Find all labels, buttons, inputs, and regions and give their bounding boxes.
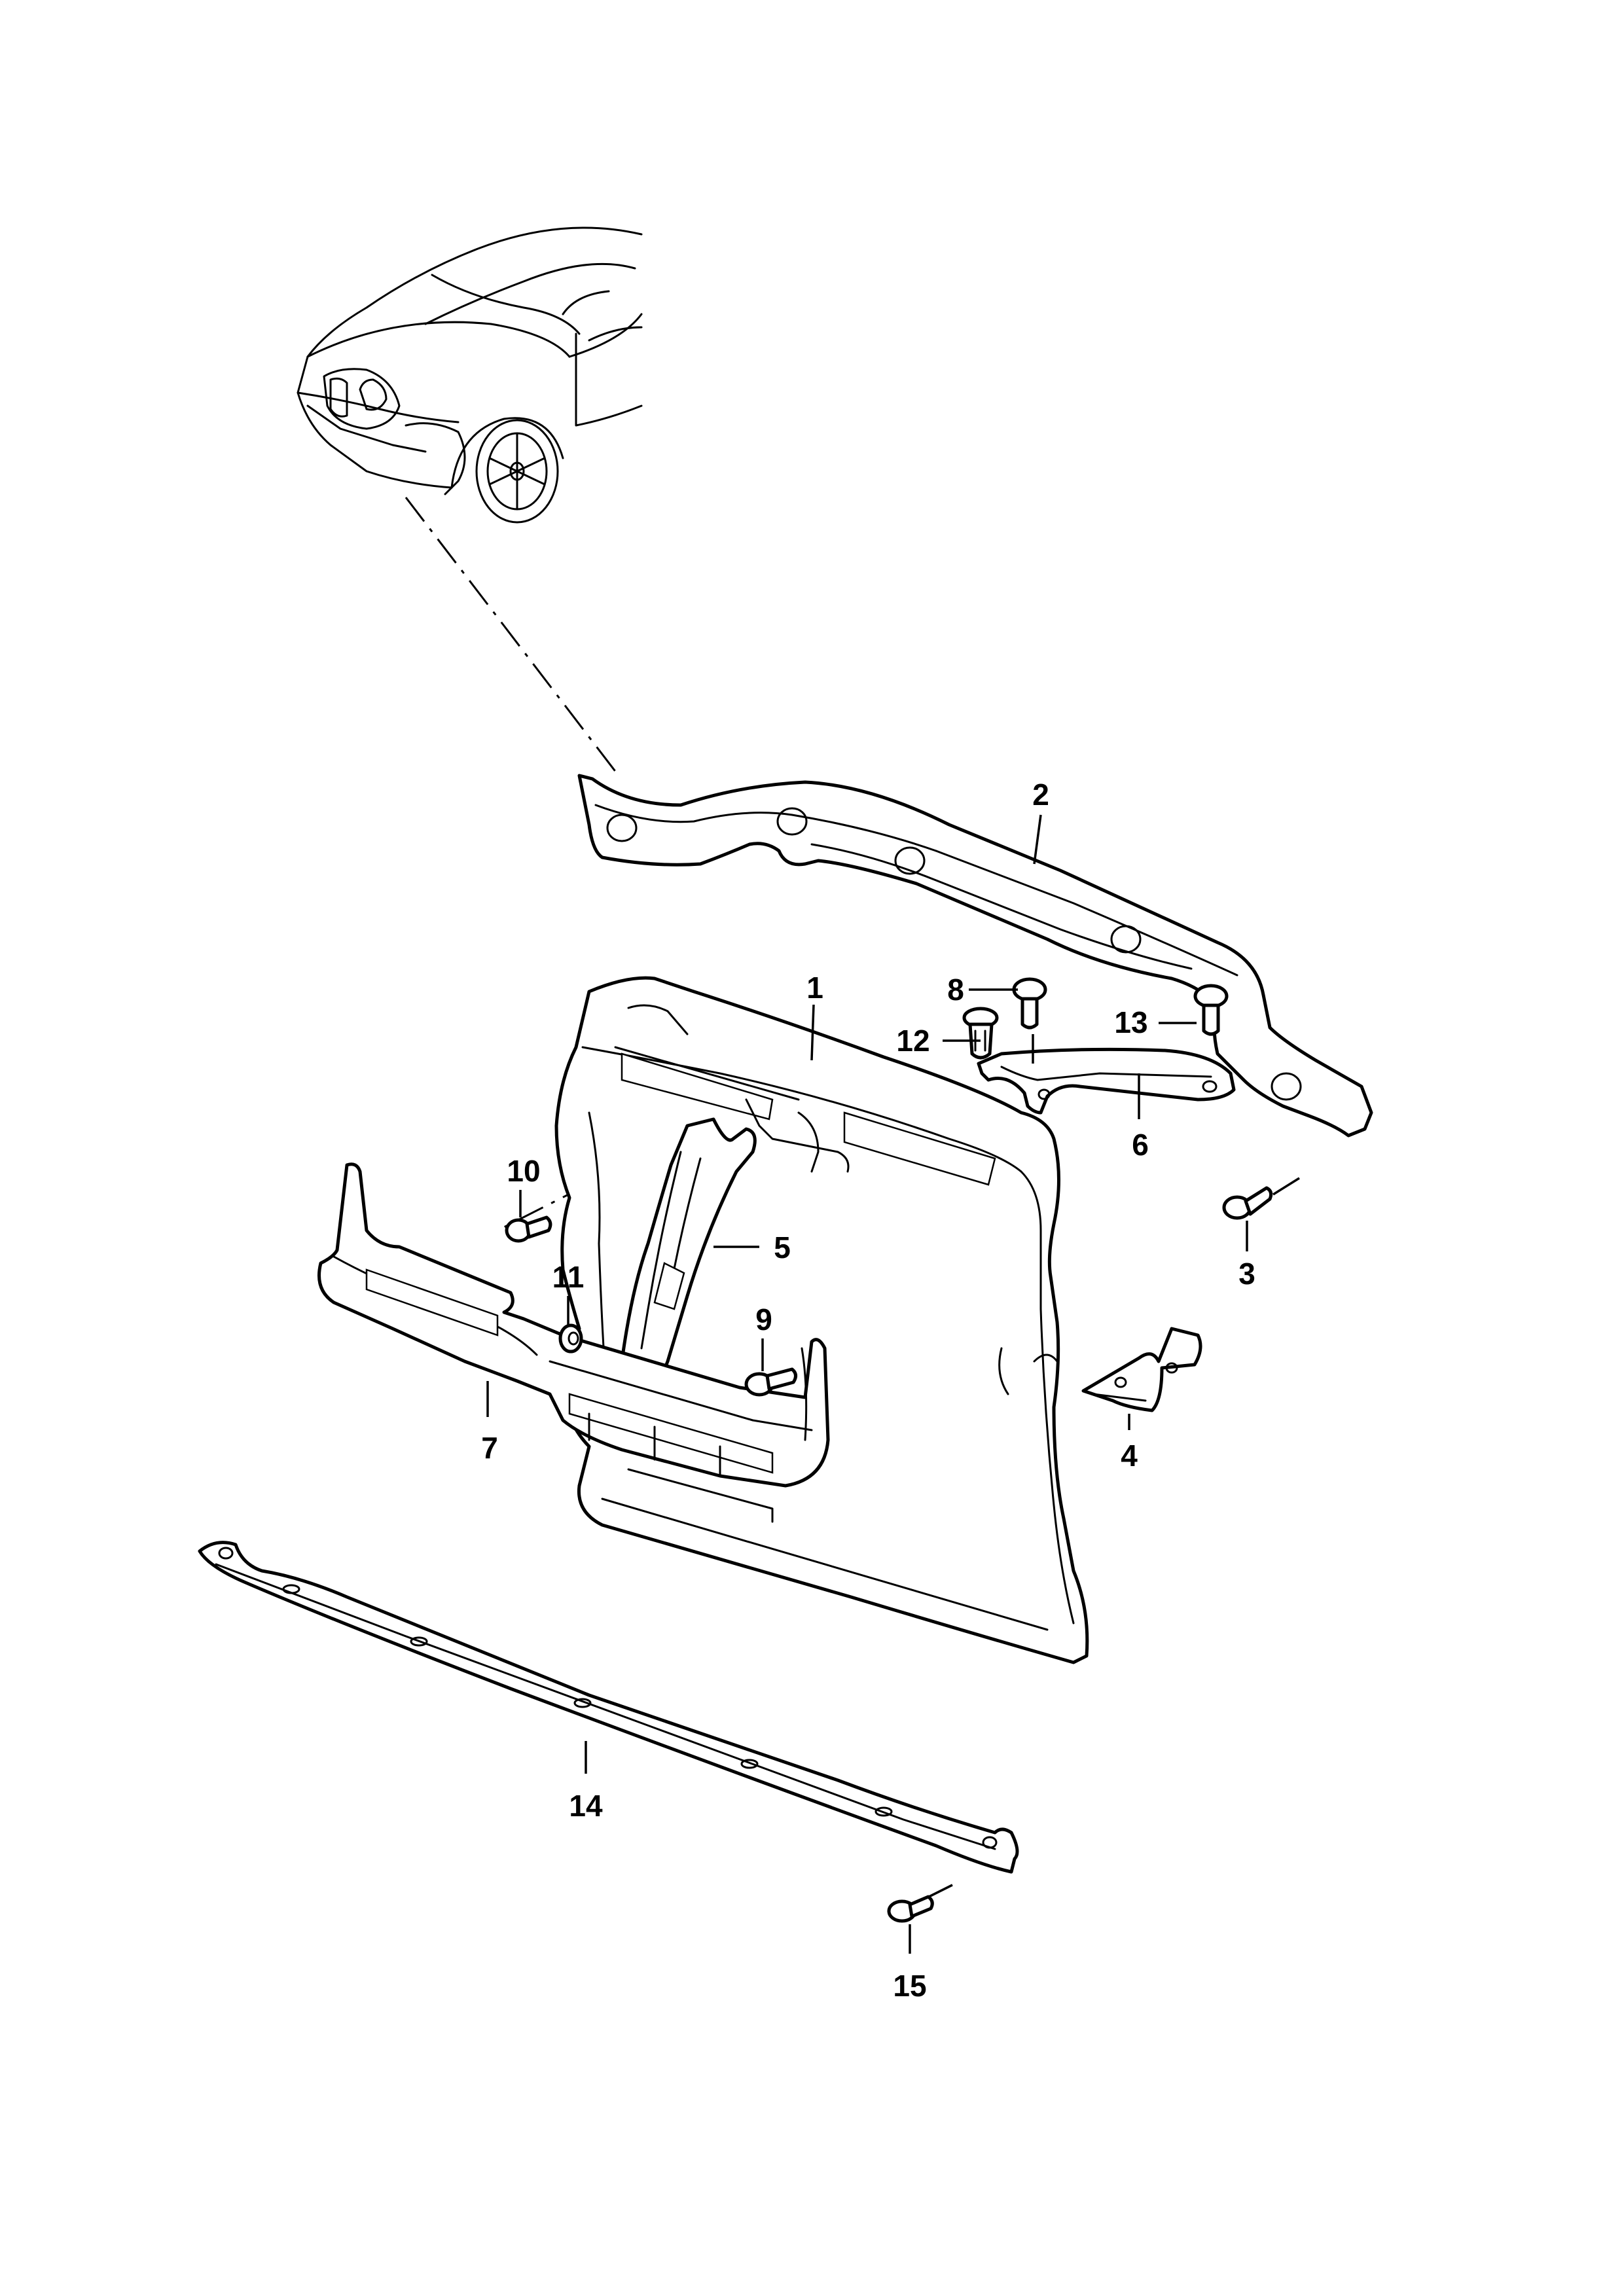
bolt-15 xyxy=(887,1895,934,1923)
callout-14: 14 xyxy=(569,1789,603,1823)
callout-6: 6 xyxy=(1132,1128,1149,1162)
callout-1: 1 xyxy=(806,971,823,1005)
callout-12: 12 xyxy=(896,1024,929,1058)
bolt-8 xyxy=(1012,977,1047,1030)
vehicle-thumbnail xyxy=(297,226,643,524)
callout-2: 2 xyxy=(1032,778,1049,812)
callouts: 2 1 8 12 13 6 3 4 5 10 11 9 7 14 15 xyxy=(481,778,1255,2003)
callout-10: 10 xyxy=(507,1154,540,1188)
leader-lines xyxy=(486,814,1300,1954)
lower-seal-strip xyxy=(198,1541,1019,1874)
bolt-13 xyxy=(1193,984,1229,1036)
bolt-3 xyxy=(1222,1186,1273,1220)
callout-13: 13 xyxy=(1114,1005,1147,1039)
bolt-9 xyxy=(744,1367,797,1397)
bolt-10 xyxy=(505,1215,552,1243)
callout-5: 5 xyxy=(774,1230,791,1265)
callout-15: 15 xyxy=(893,1969,926,2003)
upper-small-bracket xyxy=(977,1047,1236,1115)
locator-line xyxy=(405,497,620,776)
callout-11: 11 xyxy=(552,1260,585,1294)
callout-4: 4 xyxy=(1121,1439,1138,1473)
nut-11 xyxy=(558,1323,583,1354)
lower-front-bracket xyxy=(317,1162,830,1523)
callout-7: 7 xyxy=(481,1431,498,1465)
callout-3: 3 xyxy=(1238,1257,1255,1291)
lower-small-bracket xyxy=(1081,1327,1202,1412)
upper-cross-member xyxy=(577,774,1373,1138)
clip-12 xyxy=(962,1007,999,1060)
callout-8: 8 xyxy=(947,973,964,1007)
callout-9: 9 xyxy=(755,1302,772,1336)
